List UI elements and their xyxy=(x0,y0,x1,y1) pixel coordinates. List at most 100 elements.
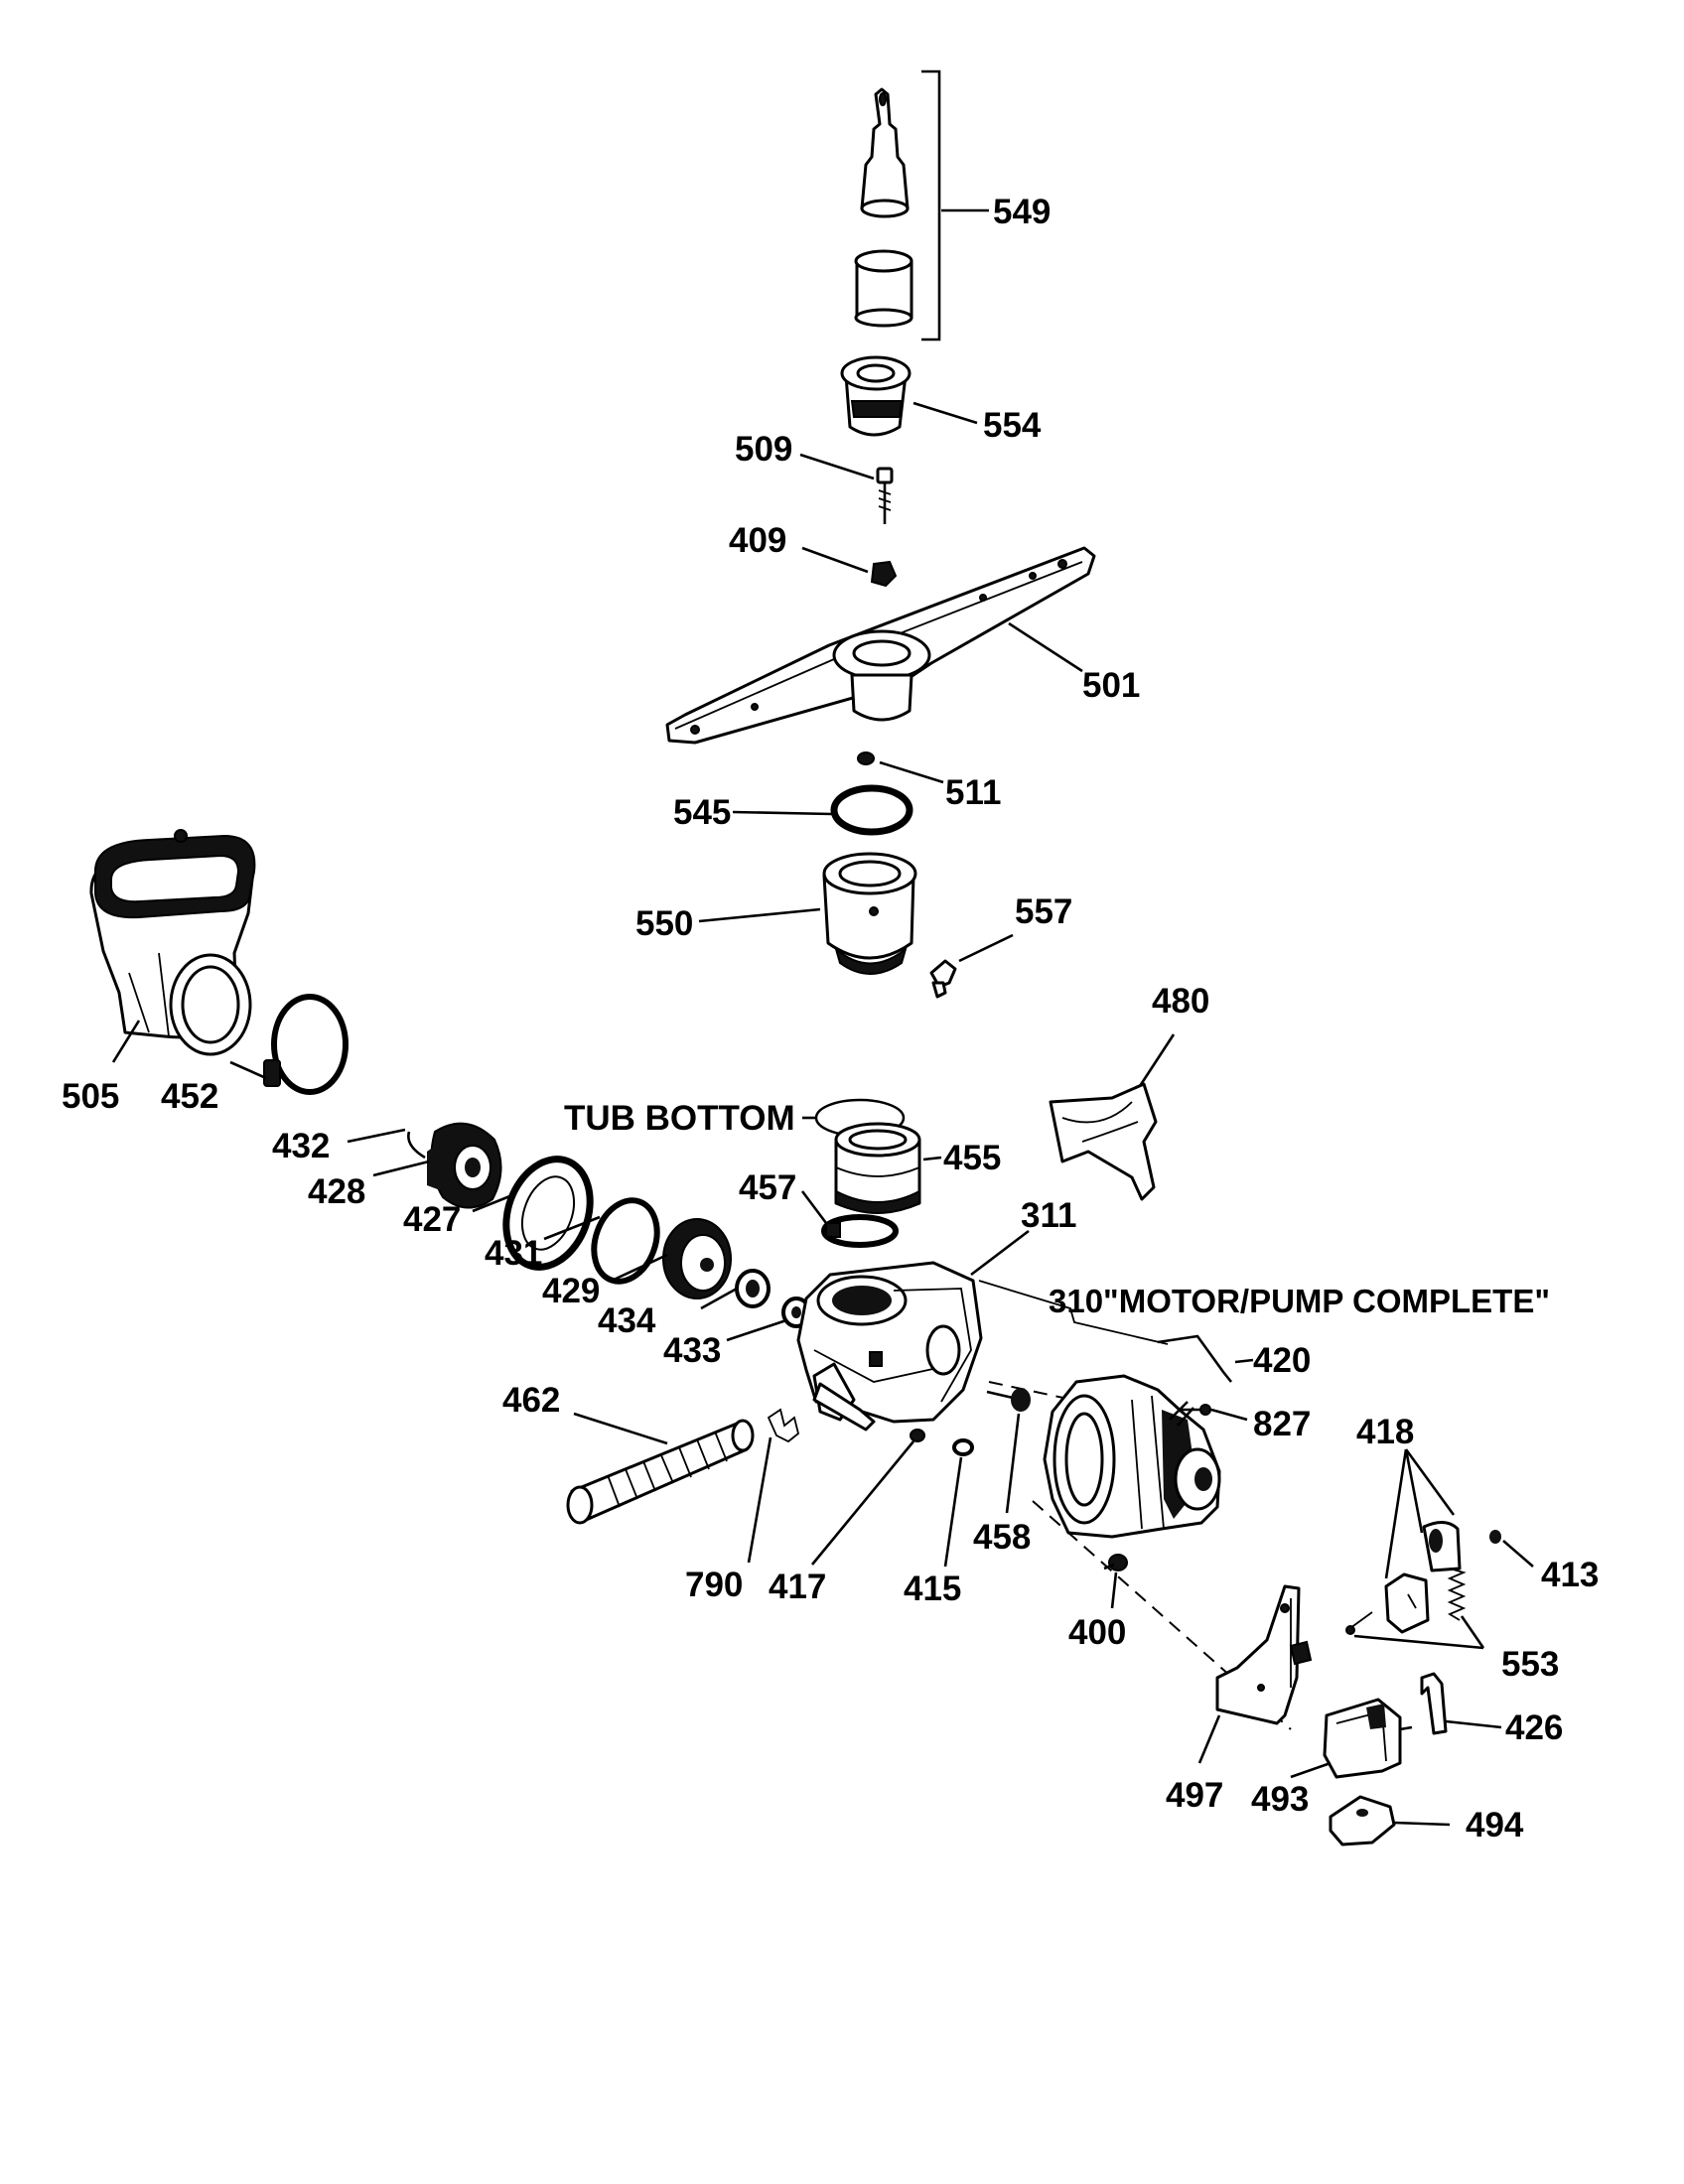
label-400: 400 xyxy=(1068,1613,1126,1652)
label-505: 505 xyxy=(62,1077,119,1116)
part-455-seal-boot xyxy=(834,1122,921,1214)
label-511: 511 xyxy=(945,773,1001,812)
label-549: 549 xyxy=(993,193,1051,231)
label-434: 434 xyxy=(598,1301,656,1340)
leader-413 xyxy=(1502,1540,1534,1568)
leader-417 xyxy=(810,1440,915,1566)
part-motor xyxy=(1043,1374,1221,1539)
part-452-clamp xyxy=(263,994,349,1095)
leader-415 xyxy=(943,1456,963,1568)
leader-501 xyxy=(1008,621,1083,673)
label-462: 462 xyxy=(502,1381,560,1420)
label-554: 554 xyxy=(983,406,1042,445)
label-557: 557 xyxy=(1015,892,1072,931)
label-420: 420 xyxy=(1253,1341,1311,1380)
label-311: 311 xyxy=(1021,1196,1076,1235)
label-827: 827 xyxy=(1253,1405,1311,1443)
leader-434 xyxy=(700,1287,738,1310)
leader-493 xyxy=(1290,1761,1332,1779)
part-509-screw xyxy=(876,467,894,524)
part-431-ring xyxy=(591,1197,660,1285)
label-310-motor-pump-complete: 310"MOTOR/PUMP COMPLETE" xyxy=(1049,1283,1550,1319)
label-457: 457 xyxy=(739,1168,796,1207)
leader-433 xyxy=(726,1318,787,1342)
part-458-bolt xyxy=(986,1388,1031,1412)
label-494: 494 xyxy=(1466,1806,1524,1844)
leader-550 xyxy=(698,907,821,923)
part-511-nut xyxy=(857,751,875,765)
leader-429 xyxy=(611,1253,668,1283)
leader-428 xyxy=(372,1160,430,1177)
label-426: 426 xyxy=(1505,1708,1563,1747)
part-400-screw xyxy=(1103,1554,1128,1571)
leader-480 xyxy=(1138,1033,1176,1087)
part-429-impeller xyxy=(662,1218,732,1299)
label-415: 415 xyxy=(904,1570,961,1608)
leader-418 xyxy=(1384,1448,1456,1579)
leader-505 xyxy=(111,1020,141,1063)
leader-432 xyxy=(347,1128,406,1144)
leader-790 xyxy=(747,1436,772,1564)
part-480-cover xyxy=(1049,1082,1158,1201)
leader-452 xyxy=(229,1060,267,1080)
label-458: 458 xyxy=(973,1518,1031,1557)
label-509: 509 xyxy=(735,430,792,469)
leader-431 xyxy=(543,1215,601,1241)
label-432: 432 xyxy=(272,1127,330,1165)
part-418-lever-assembly xyxy=(1345,1521,1462,1635)
label-tub-bottom: TUB BOTTOM xyxy=(564,1099,795,1138)
label-427: 427 xyxy=(403,1200,461,1239)
leader-509 xyxy=(799,453,875,480)
leader-426 xyxy=(1445,1719,1502,1729)
leader-311 xyxy=(970,1229,1030,1277)
part-494-cap xyxy=(1329,1795,1396,1846)
part-549-spray-tube-upper xyxy=(860,87,910,218)
part-420-wire xyxy=(1157,1334,1233,1383)
part-427-ring xyxy=(502,1156,594,1271)
part-549-spray-tube-sleeve xyxy=(854,249,913,328)
part-417-washer xyxy=(910,1429,925,1442)
part-434-bushing xyxy=(735,1269,771,1308)
part-493-solenoid xyxy=(1323,1698,1413,1779)
leader-827 xyxy=(1210,1408,1248,1422)
label-428: 428 xyxy=(308,1172,365,1211)
leader-545 xyxy=(732,810,833,816)
label-550: 550 xyxy=(635,904,693,943)
leader-420 xyxy=(1234,1358,1254,1364)
label-452: 452 xyxy=(161,1077,218,1116)
label-431: 431 xyxy=(485,1234,542,1273)
part-457-clamp xyxy=(821,1214,899,1248)
label-545: 545 xyxy=(673,793,731,832)
part-545-ring xyxy=(830,784,913,836)
label-417: 417 xyxy=(769,1568,826,1606)
part-426-pin xyxy=(1420,1672,1448,1735)
label-429: 429 xyxy=(542,1272,600,1310)
leader-497 xyxy=(1197,1714,1221,1764)
leader-458 xyxy=(1005,1413,1021,1514)
part-549-bracket xyxy=(921,69,941,341)
part-553-spring xyxy=(1447,1568,1467,1621)
part-432-wire xyxy=(407,1131,426,1160)
leader-462 xyxy=(573,1412,668,1445)
label-409: 409 xyxy=(729,521,786,560)
part-462-worm-shaft xyxy=(566,1419,755,1525)
label-497: 497 xyxy=(1166,1776,1223,1815)
label-790: 790 xyxy=(685,1566,743,1604)
label-501: 501 xyxy=(1082,666,1140,705)
leader-427 xyxy=(472,1193,513,1213)
leader-557 xyxy=(958,933,1014,963)
part-labels: 549 554 509 409 501 511 545 550 557 480 … xyxy=(62,193,1599,1844)
leader-554 xyxy=(912,401,978,425)
part-501-lower-spray-arm xyxy=(665,546,1096,745)
part-409-nut xyxy=(870,560,898,588)
part-505-inlet-housing xyxy=(89,829,256,1056)
part-415-washer xyxy=(952,1438,974,1456)
leader-409 xyxy=(801,546,869,574)
part-311-pump-housing xyxy=(796,1261,983,1432)
leader-457 xyxy=(800,1190,828,1224)
label-433: 433 xyxy=(663,1331,721,1370)
part-497-bracket xyxy=(1215,1584,1313,1725)
leader-553 xyxy=(1353,1615,1485,1650)
leader-lines xyxy=(111,208,1534,1827)
